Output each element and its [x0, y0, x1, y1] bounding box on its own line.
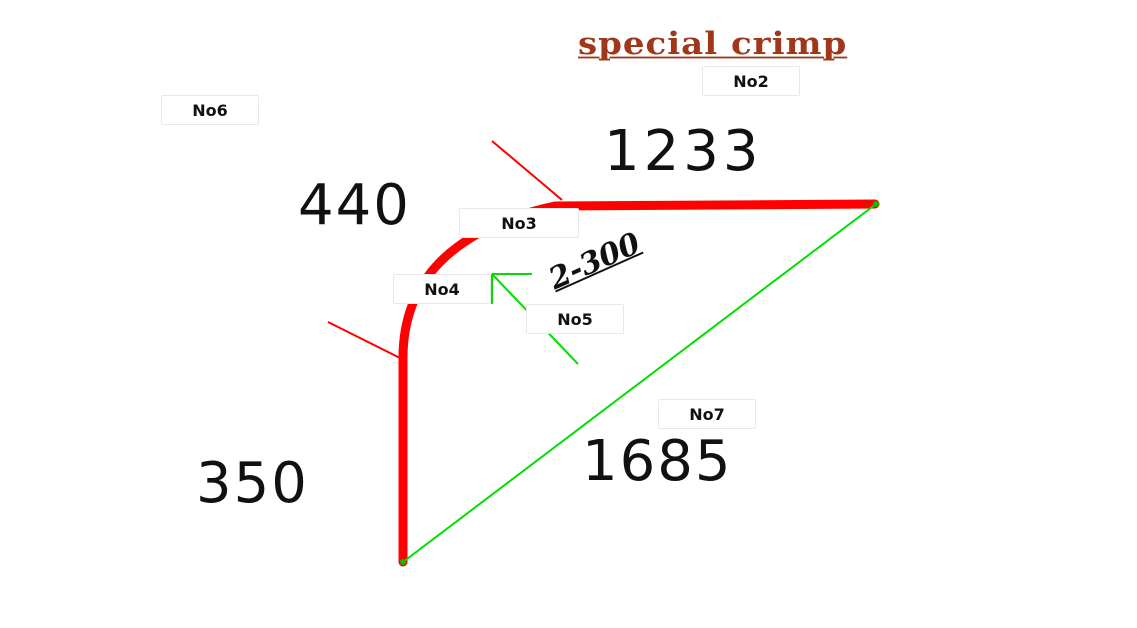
diagonal-line: [402, 203, 877, 563]
tag-no6[interactable]: No6: [161, 95, 259, 125]
dimension-arc: 440: [298, 173, 411, 238]
tag-no7[interactable]: No7: [658, 399, 756, 429]
dimension-top: 1233: [604, 119, 763, 184]
diagonal-start-dot: [400, 559, 406, 565]
dimension-left: 350: [196, 451, 309, 516]
tag-no4[interactable]: No4: [393, 274, 491, 304]
bend-tick-left: [327, 321, 401, 359]
dimension-diagonal: 1685: [582, 429, 733, 494]
tag-no3[interactable]: No3: [459, 208, 579, 238]
drawing-title: special crimp: [578, 26, 848, 62]
bend-tick-top: [491, 140, 563, 201]
diagonal-end-dot: [873, 201, 879, 207]
tag-no5[interactable]: No5: [526, 304, 624, 334]
tag-no2[interactable]: No2: [702, 66, 800, 96]
